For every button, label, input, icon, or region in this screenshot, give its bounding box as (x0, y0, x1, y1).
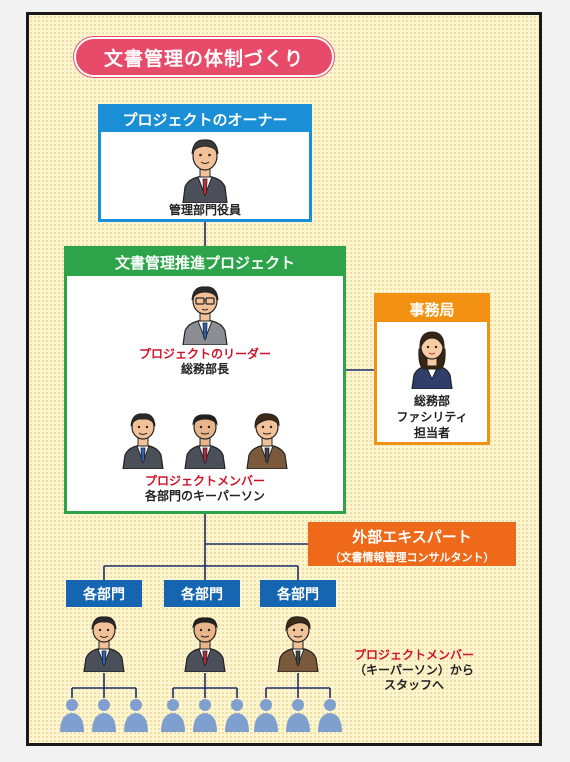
dept-keyperson-icon-3 (277, 616, 319, 672)
secretariat-box: 事務局 (374, 293, 490, 445)
secretariat-line2: ファシリティ (396, 410, 468, 424)
department-label-3: 各部門 (260, 580, 336, 607)
expert-subtitle: （文書情報管理コンサルタント） (329, 551, 495, 564)
leader-title: プロジェクトのリーダー (138, 347, 271, 361)
department-label-2: 各部門 (164, 580, 240, 607)
secretariat-header: 事務局 (377, 296, 487, 322)
expert-title: 外部エキスパート (352, 528, 472, 546)
leader-icon (182, 286, 228, 345)
staff-note-line3: スタッフへ (383, 678, 444, 692)
diagram-title: 文書管理の体制づくり (74, 37, 334, 77)
member-icon-2 (184, 414, 226, 469)
owner-header: プロジェクトのオーナー (101, 107, 309, 132)
staff-icon (318, 699, 342, 732)
staff-icon (286, 699, 310, 732)
members-title: プロジェクトメンバー (144, 474, 265, 488)
leader-dept: 総務部長 (180, 362, 229, 376)
secretariat-line3: 担当者 (413, 426, 450, 440)
staff-icon (92, 699, 116, 732)
executive-icon (182, 139, 228, 203)
secretariat-staff-icon (411, 331, 453, 389)
staff-icon (193, 699, 217, 732)
staff-note-line2: （キーパーソン）から (354, 663, 474, 677)
staff-icon (161, 699, 185, 732)
member-icon-3 (246, 413, 288, 469)
secretariat-line1: 総務部 (413, 394, 450, 408)
staff-icon (124, 699, 148, 732)
dept-keyperson-icon-2 (184, 617, 226, 672)
members-desc: 各部門のキーパーソン (145, 489, 265, 503)
staff-note-line1: プロジェクトメンバー (353, 648, 474, 662)
external-expert-box: 外部エキスパート （文書情報管理コンサルタント） (308, 522, 516, 566)
department-label-1: 各部門 (66, 580, 142, 607)
staff-icon (60, 699, 84, 732)
staff-icon (254, 699, 278, 732)
member-icon-1 (122, 413, 164, 469)
owner-role: 管理部門役員 (168, 203, 241, 217)
project-header: 文書管理推進プロジェクト (67, 249, 343, 276)
dept-keyperson-icon-1 (83, 616, 125, 672)
staff-icon (225, 699, 249, 732)
